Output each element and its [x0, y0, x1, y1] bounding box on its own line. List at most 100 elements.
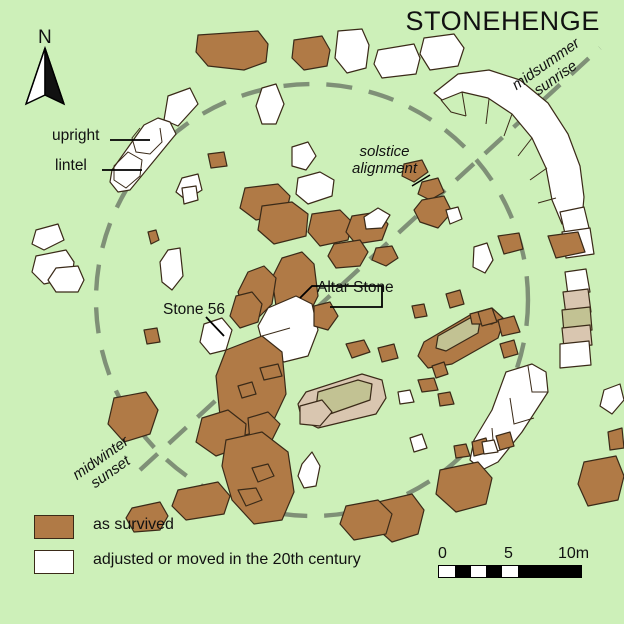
- scale-tick-10: 10m: [558, 545, 590, 562]
- scale-segment-4: [486, 566, 503, 577]
- stone-inner-n8: [401, 159, 429, 183]
- scale-bar-ticks: 0 5 10m: [438, 545, 590, 565]
- stone-outer-n1: [195, 30, 269, 71]
- stone-chip-8: [237, 381, 257, 399]
- stone-56-seam: [261, 327, 291, 337]
- upright-seam: [131, 127, 163, 155]
- legend-label-as-survived: as survived: [93, 516, 174, 533]
- sarsen-seam-2: [485, 98, 490, 125]
- stone-chip-2: [345, 339, 371, 359]
- stone-w-5: [147, 229, 160, 245]
- sarsen-seam-5: [529, 167, 548, 181]
- stone-s-8: [125, 501, 169, 533]
- page-title: STONEHENGE: [405, 6, 600, 36]
- legend-label-adjusted-or-moved: adjusted or moved in the 20th century: [93, 551, 361, 568]
- legend-item-as-survived: as survived: [34, 515, 361, 539]
- stone-sw-2: [607, 427, 624, 451]
- stone-sw-3: [577, 455, 624, 507]
- stone-chip-6: [397, 389, 415, 405]
- sarsen-seam-6: [537, 197, 557, 204]
- stone-nw-1: [163, 87, 199, 127]
- stone-inner-n12: [472, 242, 494, 274]
- north-label: N: [38, 27, 52, 48]
- stone-inner-n9: [417, 177, 445, 201]
- stone-w-1: [31, 223, 65, 251]
- stone-chip-11: [499, 339, 519, 359]
- label-upright: upright: [52, 127, 100, 144]
- scale-tick-0: 0: [438, 545, 447, 562]
- stone-inner-n11: [445, 206, 463, 225]
- legend-swatch-as-survived: [34, 515, 74, 539]
- stone-w-4: [159, 247, 184, 291]
- stone-inner-n6: [327, 239, 369, 269]
- stone-chip-1: [259, 363, 283, 381]
- label-stone-56: Stone 56: [163, 301, 226, 318]
- sarsen-seam-7: [440, 99, 467, 117]
- scale-bar: 0 5 10m: [438, 545, 590, 578]
- scale-bar-track: [438, 565, 582, 578]
- label-altar-stone: Altar Stone: [317, 279, 394, 296]
- sarsen-seam-1: [461, 91, 467, 117]
- stone-s-6: [171, 481, 231, 521]
- legend-swatch-adjusted-or-moved: [34, 550, 74, 574]
- stone-s-10: [495, 431, 515, 451]
- stone-outer-n3: [334, 28, 370, 74]
- stone-inner-n7: [371, 245, 399, 267]
- stone-outer-n2: [291, 35, 331, 71]
- se-seam-2: [509, 397, 535, 425]
- stone-inner-n10: [413, 195, 453, 229]
- stone-inner-n4: [307, 209, 353, 247]
- stone-nw-2: [255, 83, 285, 125]
- stone-chip-13: [411, 303, 428, 319]
- stone-outer-n5: [419, 33, 465, 71]
- stone-altar-pale-2: [299, 399, 333, 427]
- scale-segment-6: [517, 566, 582, 577]
- scale-segment-2: [454, 566, 471, 577]
- stone-n-small-1: [207, 151, 228, 169]
- stone-s-4: [339, 499, 393, 541]
- stone-chip-9: [477, 307, 498, 327]
- sarsen-seam-4: [517, 137, 533, 157]
- stone-s-7: [237, 487, 263, 507]
- north-arrow-icon-outline: [25, 45, 65, 105]
- scale-tick-5: 5: [504, 545, 513, 562]
- legend-item-adjusted-or-moved: adjusted or moved in the 20th century: [34, 550, 361, 574]
- stone-chip-7: [437, 391, 455, 407]
- stone-e-a: [497, 232, 524, 255]
- stone-e-b: [547, 231, 586, 259]
- stone-outer-n4: [373, 43, 421, 79]
- stone-e-g: [559, 340, 592, 369]
- stone-s-11: [409, 433, 428, 453]
- stone-s-2: [251, 463, 275, 483]
- label-lintel: lintel: [55, 157, 87, 174]
- leader-stone56: [205, 316, 225, 337]
- stone-sw-1: [107, 391, 159, 443]
- label-solstice-alignment: solstice alignment: [352, 143, 418, 177]
- leader-altar: [299, 285, 383, 308]
- stone-chip-5: [417, 377, 439, 393]
- stone-e-c: [564, 268, 591, 296]
- stone-n-small-2: [291, 141, 317, 171]
- scale-segment-5: [502, 566, 518, 577]
- stone-s-1: [297, 451, 321, 489]
- dashed-circle: [93, 81, 531, 519]
- stone-chip-4: [431, 361, 449, 379]
- scale-segment-1: [439, 566, 455, 577]
- scale-segment-3: [470, 566, 487, 577]
- stone-sw-4: [599, 383, 624, 415]
- stone-chip-12: [445, 289, 465, 309]
- stone-inner-n13: [363, 207, 391, 230]
- stone-center-brown-2: [229, 291, 263, 329]
- leader-solstice: [411, 174, 431, 187]
- stone-inner-n3: [257, 201, 309, 245]
- stone-upright-lintel: [109, 117, 177, 193]
- sarsen-seam-3: [503, 113, 513, 137]
- stone-chip-10: [497, 315, 521, 337]
- stone-trilithon-e-band: [435, 317, 481, 352]
- lintel-seam: [113, 151, 143, 189]
- stone-w-6: [143, 327, 161, 345]
- stone-inner-n2: [295, 171, 335, 205]
- stone-s-12: [453, 443, 471, 459]
